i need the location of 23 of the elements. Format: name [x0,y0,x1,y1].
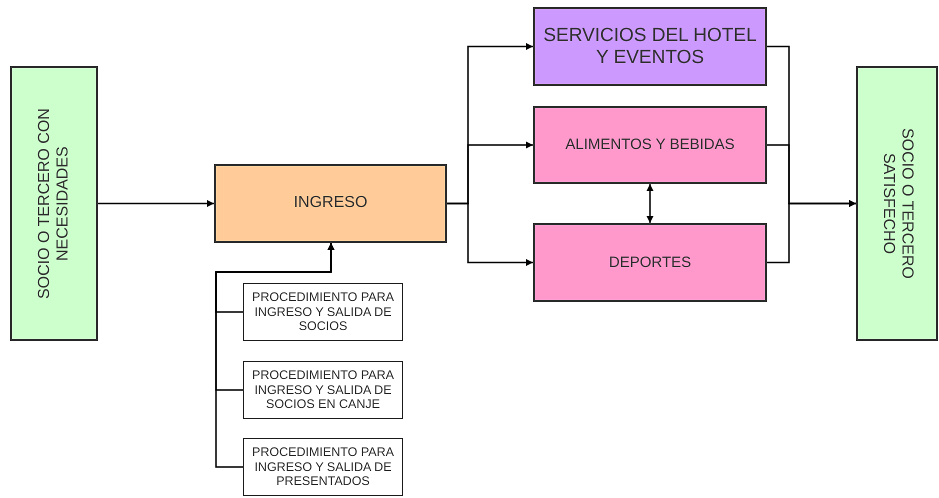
process-box [214,164,447,243]
node-text: SOCIO O TERCERO CON NECESIDADES [36,107,72,301]
process-box [533,7,767,86]
arrow [215,243,334,468]
arrow [447,202,533,266]
procedure-box [243,361,403,419]
process-box [10,66,98,341]
node-text: SERVICIOS DEL HOTEL Y EVENTOS [542,24,758,68]
process-box [856,66,938,341]
node-text: PROCEDIMIENTO PARA INGRESO Y SALIDA DE SOCIOS EN CANJE [251,368,395,412]
arrow [767,200,856,264]
node-text: DEPORTES [608,254,692,272]
process-box [533,106,767,184]
arrow [646,184,654,223]
procedure-box [243,283,403,341]
node-text: PROCEDIMIENTO PARA INGRESO Y SALIDA DE SOCIOS [251,290,395,334]
process-box [533,223,767,302]
node-text: INGRESO [294,194,368,213]
node-text: PROCEDIMIENTO PARA INGRESO Y SALIDA DE PRESENTADOS [251,445,395,489]
node-text: SOCIO O TERCERO SATISFECHO [879,127,916,281]
procedure-box [243,438,403,496]
arrow [98,200,214,207]
node-text: ALIMENTOS Y BEBIDAS [565,136,735,154]
